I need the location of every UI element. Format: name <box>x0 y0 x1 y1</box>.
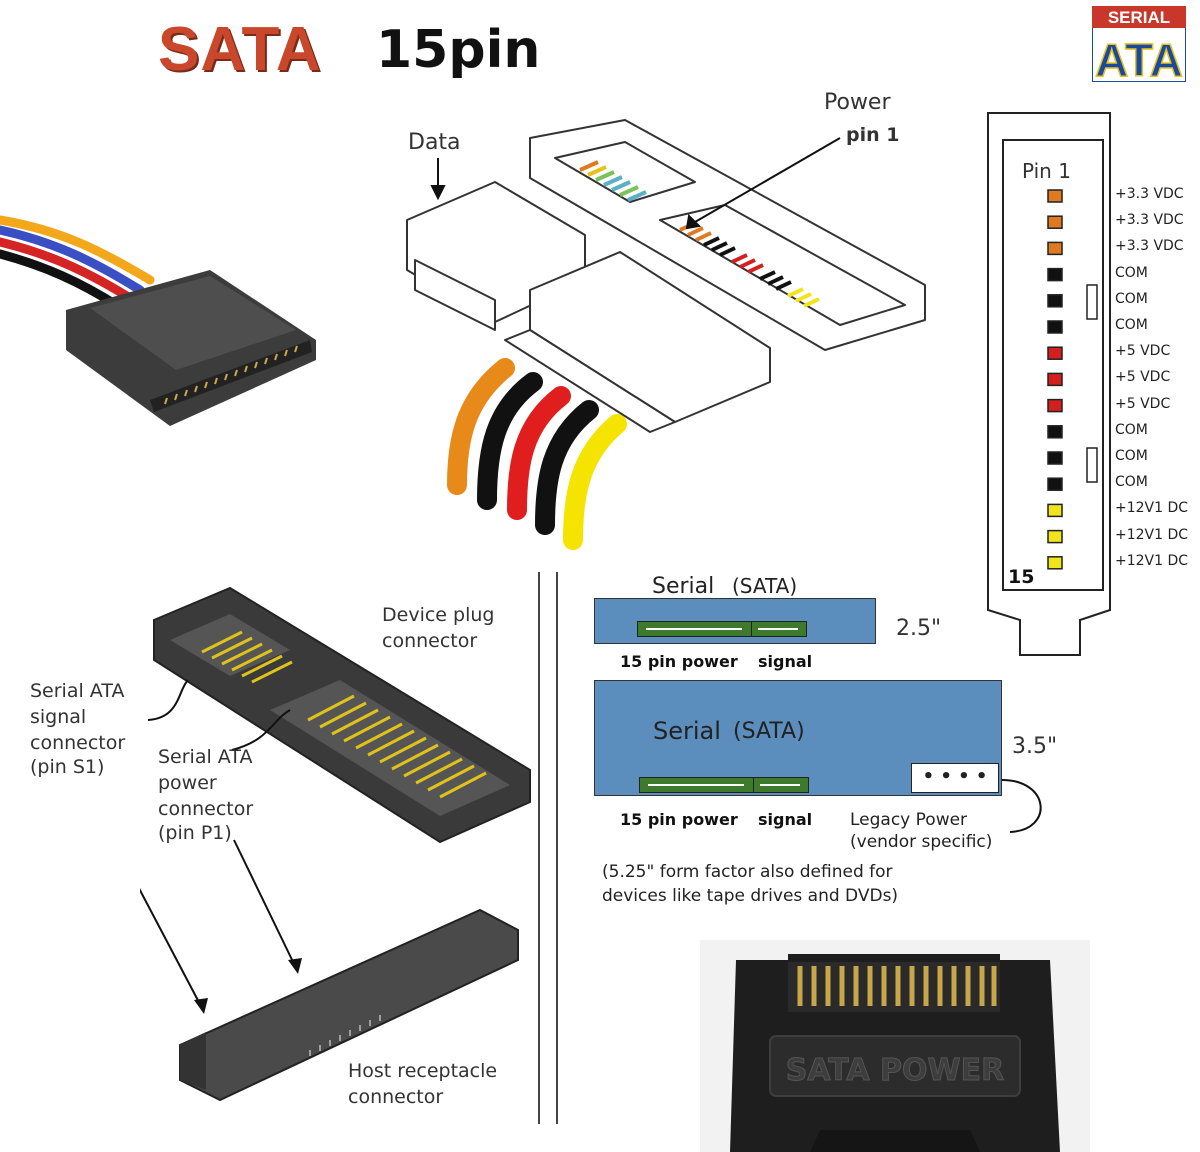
large-drive-title-a: Serial <box>653 717 721 745</box>
title-main: SATA <box>158 15 322 84</box>
large-drive-power-connector <box>639 777 755 793</box>
pinout-pin-11 <box>1047 451 1063 465</box>
logo-bottom-text: ATA <box>1095 34 1183 82</box>
pinout-pin-10 <box>1047 425 1063 439</box>
legacy-power-label-1: Legacy Power <box>850 810 968 830</box>
cable-wire-yellow <box>0 215 155 285</box>
legacy-power-leader <box>1001 779 1042 833</box>
pinout-first-label: Pin 1 <box>1022 159 1071 183</box>
power-wires <box>447 358 627 550</box>
power-connector-label-1: Serial ATA <box>158 746 253 768</box>
power-connector-label-3: connector <box>158 798 254 820</box>
small-drive-body <box>594 598 876 644</box>
signal-arrow <box>140 888 203 1009</box>
form-factor-note-2: devices like tape drives and DVDs) <box>602 886 899 906</box>
pinout-pin-label-3: +3.3 VDC <box>1115 238 1184 255</box>
data-pins <box>579 160 647 202</box>
pinout-pin-label-7: +5 VDC <box>1115 343 1171 360</box>
pinout-pin-label-1: +3.3 VDC <box>1115 186 1184 202</box>
pinout-pin-label-13: +12V1 DC <box>1115 500 1189 517</box>
power-pin1-label: pin 1 <box>846 124 900 146</box>
host-receptacle-label-2: connector <box>348 1086 444 1108</box>
signal-connector-label-4: (pin S1) <box>30 756 105 778</box>
small-drive-size: 2.5" <box>896 616 942 641</box>
divider-line-1 <box>538 572 540 1124</box>
host-receptacle-label-1: Host receptacle <box>348 1060 498 1082</box>
divider-line-2 <box>556 572 558 1124</box>
pinout-last-label: 15 <box>1008 566 1035 588</box>
pinout-pins <box>1047 189 1063 570</box>
pinout-pin-13 <box>1047 503 1063 518</box>
pinout-pin-6 <box>1047 320 1063 334</box>
title-sub: 15pin <box>376 20 541 80</box>
pinout-pin-label-4: COM <box>1115 264 1148 281</box>
pinout-diagram <box>987 112 1111 656</box>
pinout-pin-label-2: +3.3 VDC <box>1115 212 1184 229</box>
large-drive-body: Serial (SATA) • • • • <box>594 680 1002 796</box>
large-drive-title-b: (SATA) <box>733 719 805 744</box>
power-label: Power <box>824 90 891 115</box>
pinout-pin-label-9: +5 VDC <box>1115 395 1171 412</box>
pinout-pin-7 <box>1047 346 1063 360</box>
cable-wire-blue <box>0 225 145 295</box>
small-drive-power-connector <box>637 621 753 637</box>
pinout-pin-12 <box>1047 477 1063 491</box>
power-arrow <box>233 839 297 969</box>
signal-leader <box>147 679 189 721</box>
device-plug-label-1: Device plug <box>382 604 495 626</box>
pinout-pin-8 <box>1047 372 1063 387</box>
signal-connector-label-3: connector <box>30 732 126 754</box>
power-pins <box>679 221 820 308</box>
pinout-pin-1 <box>1047 189 1063 203</box>
large-drive-size: 3.5" <box>1012 734 1058 759</box>
pinout-pin-label-14: +12V1 DC <box>1115 526 1189 543</box>
pinout-pin-label-5: COM <box>1115 290 1148 307</box>
pinout-pin-label-15: +12V1 DC <box>1115 552 1189 569</box>
connector-exploded-diagram <box>406 119 926 550</box>
cable-wire-red <box>0 237 135 303</box>
device-plug-pins <box>201 630 487 799</box>
pinout-pin-label-10: COM <box>1115 421 1148 438</box>
pinout-pin-3 <box>1047 241 1063 256</box>
small-drive-power-label: 15 pin power <box>620 652 738 671</box>
small-drive-title-b: (SATA) <box>732 574 798 598</box>
cable-connector-pins <box>164 345 298 405</box>
sata-power-photo: SATA POWER <box>700 940 1090 1152</box>
pinout-pin-5 <box>1047 294 1063 308</box>
pinout-pin-label-11: COM <box>1115 448 1148 464</box>
large-drive-signal-label: signal <box>758 810 813 829</box>
large-drive-signal-connector <box>753 777 809 793</box>
pinout-pin-label-12: COM <box>1115 474 1148 491</box>
legacy-power-label-2: (vendor specific) <box>850 832 993 852</box>
pinout-pin-label-8: +5 VDC <box>1115 369 1171 386</box>
pinout-pin-9 <box>1047 398 1063 413</box>
small-drive-title-a: Serial <box>652 574 715 599</box>
power-leader <box>231 709 291 751</box>
power-cable-illustration <box>0 215 316 426</box>
serial-ata-logo: SERIAL ATA <box>1092 6 1186 82</box>
power-connector-label-4: (pin P1) <box>158 822 232 844</box>
signal-connector-label-1: Serial ATA <box>30 680 125 702</box>
logo-top-text: SERIAL <box>1108 8 1170 27</box>
pinout-pin-label-6: COM <box>1115 317 1148 333</box>
device-plug-label-2: connector <box>382 630 478 652</box>
pinout-pin-15 <box>1047 556 1063 570</box>
pinout-pin-14 <box>1047 529 1063 544</box>
data-label: Data <box>408 130 461 155</box>
small-drive-signal-label: signal <box>758 652 813 671</box>
cable-wire-black <box>0 249 123 311</box>
pinout-pin-2 <box>1047 215 1063 229</box>
power-pin1-arrow <box>694 137 841 223</box>
legacy-power-connector: • • • • <box>911 763 999 793</box>
signal-connector-label-2: signal <box>30 706 87 728</box>
photo-embossed-text: SATA POWER <box>786 1053 1004 1088</box>
power-connector-label-2: power <box>158 772 217 794</box>
photo-connector-pins <box>797 966 997 1006</box>
plug-receptacle-diagram <box>140 586 531 1102</box>
form-factor-note-1: (5.25" form factor also defined for <box>602 862 893 882</box>
large-drive-power-label: 15 pin power <box>620 810 738 829</box>
pinout-pin-4 <box>1047 267 1063 282</box>
small-drive-signal-connector <box>751 621 807 637</box>
